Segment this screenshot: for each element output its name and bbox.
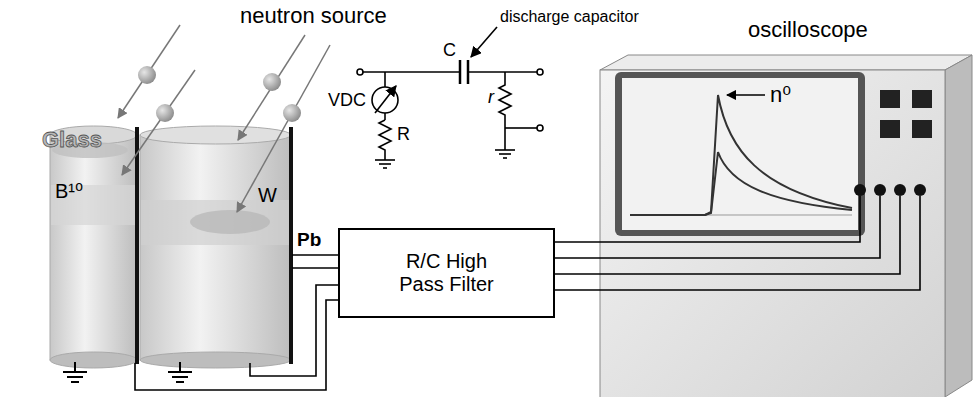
signal-trace	[630, 95, 852, 215]
control-button	[880, 90, 932, 138]
material-label: W	[258, 184, 277, 207]
filter-box: R/C High Pass Filter	[338, 228, 555, 318]
resistor-symbol	[379, 120, 391, 160]
component-label: R	[397, 124, 410, 145]
oscilloscope: n⁰oscilloscope	[600, 55, 972, 395]
w-pb-detector-cylinder	[140, 126, 291, 368]
voltage-label: VDC	[328, 90, 366, 111]
neutron	[138, 66, 301, 122]
screen-bezel	[615, 72, 865, 236]
signal-wire	[555, 289, 600, 291]
input-wire	[600, 196, 920, 290]
signal-wire	[292, 267, 338, 269]
device-label: oscilloscope	[748, 17, 868, 42]
signal-wire	[250, 285, 338, 376]
detector-cylinder: GlassB¹⁰	[50, 125, 138, 363]
leader-line	[727, 94, 765, 96]
voltage-source	[372, 87, 398, 113]
component-label: C	[443, 40, 456, 61]
signal-wire	[555, 257, 600, 259]
discharge-circuit	[357, 27, 543, 168]
capacitor-symbol	[459, 60, 462, 84]
resistor-symbol	[499, 72, 511, 150]
material-label: Glass	[42, 127, 102, 152]
signal-wire	[555, 273, 600, 275]
component-label: discharge capacitor	[500, 8, 639, 26]
detector-cylinder: WPb	[138, 125, 292, 363]
oscilloscope-body	[600, 55, 972, 397]
box-label: R/C High Pass Filter	[382, 250, 512, 296]
neutron-arrow	[118, 25, 330, 212]
signal-wire	[555, 241, 600, 243]
signal-label: n⁰	[770, 82, 791, 107]
electrode	[137, 127, 291, 364]
signal-trace	[630, 152, 852, 215]
leader-line	[471, 27, 497, 57]
signal-wire	[292, 254, 338, 256]
ground-symbol	[63, 362, 192, 382]
oscilloscope-screen: n⁰	[622, 78, 858, 230]
material-label: Pb	[297, 229, 321, 251]
material-label: B¹⁰	[55, 180, 83, 203]
b10-detector-cylinder	[50, 126, 137, 368]
component-label: r	[488, 87, 494, 108]
source-label: neutron source	[240, 3, 387, 28]
input-terminal	[854, 184, 926, 196]
